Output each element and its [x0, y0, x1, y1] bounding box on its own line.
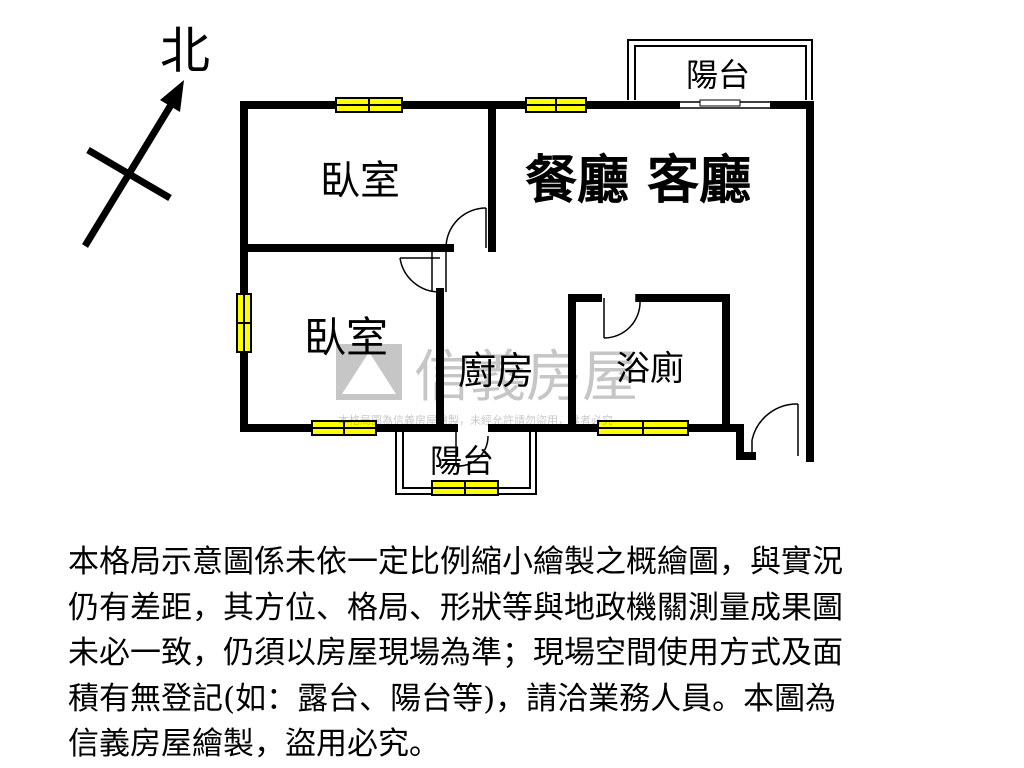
- label-balcony-top: 陽台: [686, 56, 750, 94]
- watermark: 信義房屋 本格局圖為信義房屋繪製，未經允許請勿盜用，違者必究: [336, 344, 638, 427]
- window-bottom-balcony: [431, 480, 499, 496]
- label-kitchen: 廚房: [458, 349, 534, 393]
- label-balcony-bottom: 陽台: [430, 442, 494, 480]
- watermark-note: 本格局圖為信義房屋繪製，未經允許請勿盜用，違者必究: [338, 413, 613, 427]
- windows: [236, 97, 689, 496]
- window-bottom-bathroom: [597, 420, 689, 436]
- doors: [399, 99, 799, 467]
- label-bedroom-bottom: 臥室: [304, 313, 388, 362]
- balcony-top-frame: [627, 39, 813, 100]
- disclaimer-text: 本格局示意圖係未依一定比例縮小繪製之概繪圖，與實況 仍有差距，其方位、格局、形狀…: [68, 544, 843, 762]
- watermark-brand: 信義房屋: [414, 345, 638, 410]
- window-top-left: [335, 97, 403, 113]
- window-left: [236, 293, 252, 353]
- label-bedroom-top: 臥室: [320, 158, 400, 204]
- window-top-middle: [525, 97, 587, 113]
- watermark-logo: [336, 344, 402, 400]
- walls: [240, 101, 814, 462]
- floor-plan: 北: [82, 22, 814, 496]
- north-label: 北: [160, 22, 210, 80]
- window-bottom-bedroom: [311, 420, 377, 436]
- north-arrow: 北: [82, 22, 210, 248]
- label-bathroom: 浴廁: [616, 349, 684, 389]
- label-dining-living: 餐廳 客廳: [525, 150, 751, 211]
